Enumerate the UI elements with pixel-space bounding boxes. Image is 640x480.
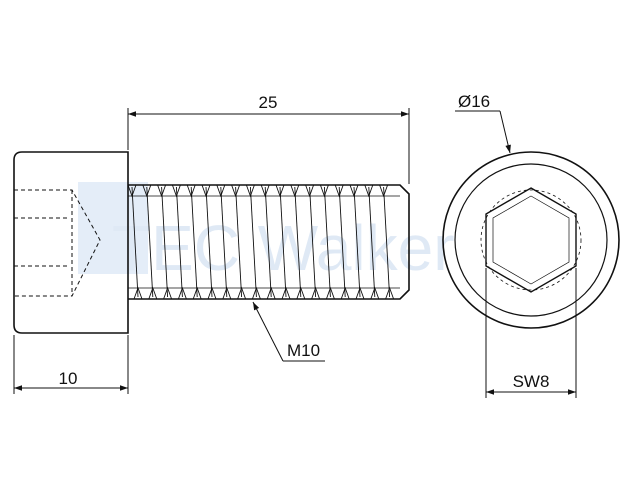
thread-tooth-top bbox=[171, 184, 181, 198]
thread-tooth-top bbox=[260, 184, 270, 198]
thread-tooth-bottom bbox=[370, 286, 380, 300]
hex-socket-hidden bbox=[14, 189, 101, 297]
thread-crest bbox=[264, 186, 272, 298]
bolt-head bbox=[13, 151, 129, 334]
thread-tooth-top bbox=[142, 184, 152, 198]
thread-tooth-bottom bbox=[311, 286, 321, 300]
thread-crest bbox=[175, 186, 183, 298]
thread-crest bbox=[279, 186, 287, 298]
dimension-length bbox=[127, 108, 410, 184]
socket-flats-hidden bbox=[14, 217, 68, 267]
thread-tooth-top bbox=[319, 184, 329, 198]
thread-crest bbox=[146, 186, 154, 298]
dimension-diameter bbox=[455, 110, 511, 154]
leader-line-diameter bbox=[499, 110, 511, 154]
thread-crest bbox=[323, 186, 331, 298]
thread-tooth-bottom bbox=[385, 286, 395, 300]
thread-tooth-bottom bbox=[192, 286, 202, 300]
leader-line-thread bbox=[252, 301, 284, 362]
thread-crest bbox=[190, 186, 198, 298]
thread-tooth-top bbox=[290, 184, 300, 198]
thread-tooth-top bbox=[245, 184, 255, 198]
thread-tooth-top bbox=[275, 184, 285, 198]
threaded-shank bbox=[127, 184, 410, 300]
dim-length-text: 25 bbox=[259, 93, 278, 112]
socket-circle bbox=[480, 189, 582, 291]
thread-tooth-bottom bbox=[325, 286, 335, 300]
head-outer-circle bbox=[442, 151, 620, 329]
thread-crest bbox=[309, 186, 317, 298]
thread-crest bbox=[294, 186, 302, 298]
thread-tooth-bottom bbox=[355, 286, 365, 300]
thread-tooth-bottom bbox=[177, 286, 187, 300]
dimension-head-height bbox=[13, 335, 129, 394]
thread-crest bbox=[249, 186, 257, 298]
thread-crests bbox=[127, 184, 395, 300]
thread-tooth-bottom bbox=[148, 286, 158, 300]
thread-crest bbox=[220, 186, 228, 298]
thread-tooth-top bbox=[305, 184, 315, 198]
thread-crest bbox=[205, 186, 213, 298]
thread-tooth-top bbox=[157, 184, 167, 198]
thread-tooth-top bbox=[231, 184, 241, 198]
head-chamfer-circle bbox=[454, 163, 608, 317]
thread-crest bbox=[235, 186, 243, 298]
head-outline bbox=[13, 151, 129, 334]
thread-crest bbox=[338, 186, 346, 298]
thread-tooth-top bbox=[349, 184, 359, 198]
dim-diameter-text: Ø16 bbox=[458, 92, 490, 111]
dim-socket-text: SW8 bbox=[513, 372, 550, 391]
thread-crest bbox=[131, 186, 139, 298]
thread-tooth-top bbox=[379, 184, 389, 198]
thread-crest bbox=[353, 186, 361, 298]
thread-tooth-bottom bbox=[222, 286, 232, 300]
thread-tooth-top bbox=[186, 184, 196, 198]
thread-tooth-top bbox=[127, 184, 137, 198]
thread-crest bbox=[161, 186, 169, 298]
thread-tooth-top bbox=[334, 184, 344, 198]
thread-tooth-bottom bbox=[237, 286, 247, 300]
thread-crest bbox=[383, 186, 391, 298]
thread-tooth-top bbox=[364, 184, 374, 198]
thread-tooth-bottom bbox=[340, 286, 350, 300]
thread-tooth-bottom bbox=[266, 286, 276, 300]
hex-socket bbox=[485, 187, 577, 293]
end-view bbox=[442, 151, 620, 329]
thread-tooth-bottom bbox=[296, 286, 306, 300]
thread-tooth-top bbox=[201, 184, 211, 198]
thread-tooth-bottom bbox=[207, 286, 217, 300]
dim-thread-text: M10 bbox=[287, 341, 320, 360]
dimension-socket bbox=[485, 268, 577, 398]
shank-outline bbox=[128, 184, 410, 300]
thread-tooth-bottom bbox=[163, 286, 173, 300]
thread-tooth-bottom bbox=[251, 286, 261, 300]
thread-tooth-bottom bbox=[281, 286, 291, 300]
dim-head-height-text: 10 bbox=[59, 369, 78, 388]
dimension-thread bbox=[252, 301, 325, 362]
thread-tooth-bottom bbox=[133, 286, 143, 300]
hex-socket-inner bbox=[492, 195, 570, 285]
thread-crest bbox=[368, 186, 376, 298]
thread-tooth-top bbox=[216, 184, 226, 198]
